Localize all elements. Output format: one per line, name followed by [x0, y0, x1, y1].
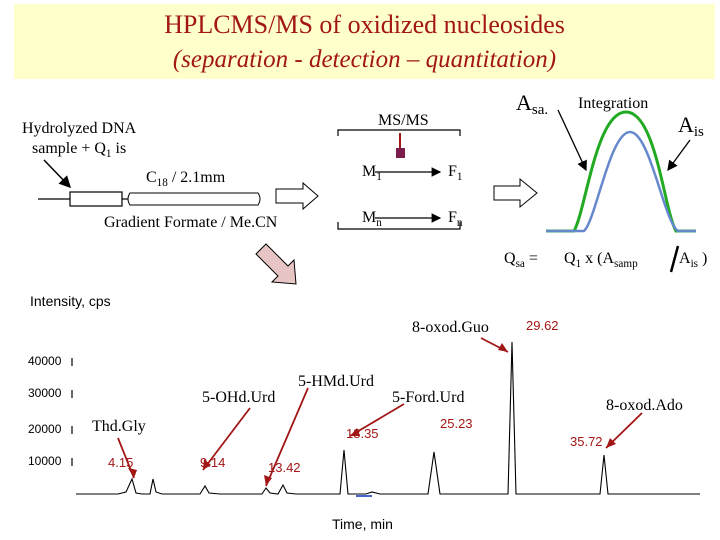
formula-close: ): [698, 250, 708, 267]
column-c-sub: 18: [156, 177, 168, 189]
peak-time-9-14: 9.14: [200, 455, 226, 470]
quantitation-formula-rhs: Q1 x (Asamp: [564, 250, 638, 270]
hplc-column: [127, 192, 261, 206]
flow-arrow-1: [275, 181, 319, 211]
formula-q: Q: [504, 250, 516, 267]
sample-q-text: sample + Q: [32, 140, 106, 157]
y-tick-10000: 10000: [28, 454, 62, 468]
column-c-text: C: [146, 169, 157, 186]
mn-sub: n: [376, 217, 382, 229]
mn-label: Mn: [362, 209, 382, 229]
formula-ais-sub: is: [690, 258, 699, 270]
f1-label: F1: [448, 163, 463, 183]
m1-sub: 1: [376, 171, 382, 183]
peak-name-thdgly: Thd.Gly: [92, 418, 146, 435]
result-arrow: [255, 243, 297, 285]
ais-label: Ais: [678, 112, 704, 141]
ais-text: A: [678, 112, 694, 137]
peak-time-25-23: 25.23: [440, 416, 473, 431]
asa-arrow: [557, 109, 587, 172]
formula-ais: A: [679, 250, 691, 267]
asa-sub: sa.: [531, 102, 549, 118]
peak-arrow-5hmdurd: [265, 387, 309, 487]
mn-text: M: [362, 209, 377, 226]
sample-is-text: is: [111, 140, 127, 157]
peak-name-5fordurd: 5-Ford.Urd: [392, 389, 465, 406]
formula-q1-sub: 1: [575, 258, 582, 270]
formula-q1: Q: [564, 250, 576, 267]
page-subtitle: (separation - detection – quantitation): [172, 46, 557, 73]
f1-text: F: [448, 163, 457, 180]
flow-arrow-2: [493, 177, 538, 209]
peak-time-29-62: 29.62: [526, 318, 559, 333]
integration-label: Integration: [578, 95, 649, 112]
fn-text: F: [448, 209, 457, 226]
y-tick-30000: 30000: [28, 386, 62, 400]
peak-time-13-42: 13.42: [268, 460, 301, 475]
m1-label: M1: [362, 163, 382, 183]
sample-q-sub: 1: [105, 148, 112, 160]
y-tick-40000: 40000: [28, 354, 62, 368]
ms-detector-box: [396, 148, 405, 158]
column-label: C18 / 2.1mm: [146, 169, 225, 189]
asa-text: A: [516, 90, 532, 115]
peak-time-4-15: 4.15: [108, 455, 134, 470]
chromatogram-trace: [76, 341, 700, 495]
integration-blue-curve: [546, 130, 696, 233]
x-axis-label: Time, min: [332, 516, 393, 532]
gradient-label: Gradient Formate / Me.CN: [104, 214, 278, 231]
quantitation-formula-denominator: Ais ): [679, 250, 707, 270]
m1-text: M: [362, 163, 377, 180]
peak-arrow-5ohdurd: [202, 407, 251, 471]
asa-label: Asa.: [516, 90, 548, 119]
column-size-text: / 2.1mm: [167, 169, 226, 186]
ais-sub: is: [693, 124, 704, 140]
fn-label: Fn: [448, 209, 463, 229]
peak-name-8oxodguo: 8-oxod.Guo: [412, 319, 489, 336]
y-tick-20000: 20000: [28, 422, 62, 436]
integration-green-curve: [546, 110, 696, 233]
formula-samp-sub: samp: [614, 258, 638, 270]
peak-arrow-5fordurd: [349, 403, 405, 437]
quantitation-formula: Qsa =: [504, 250, 538, 270]
f1-sub: 1: [456, 171, 463, 183]
peak-name-8oxodado: 8-oxod.Ado: [606, 397, 683, 414]
peak-name-5hmdurd: 5-HMd.Urd: [298, 373, 374, 390]
sample-label-line1: Hydrolyzed DNA: [22, 120, 137, 137]
formula-x: x (A: [581, 250, 615, 267]
peak-name-5ohdurd: 5-OHd.Urd: [202, 389, 276, 406]
division-slash: [669, 245, 680, 273]
formula-eq: =: [524, 250, 538, 267]
fn-sub: n: [456, 217, 463, 229]
sample-label-line2: sample + Q1 is: [32, 140, 126, 160]
sample-arrow: [43, 159, 72, 189]
y-axis-label: Intensity, cps: [30, 293, 111, 309]
peak-time-18-35: 18.35: [346, 426, 379, 441]
msms-label: MS/MS: [378, 112, 429, 129]
title-banner: HPLCMS/MS of oxidized nucleosides (separ…: [14, 4, 715, 79]
page-title: HPLCMS/MS of oxidized nucleosides: [164, 10, 565, 39]
syringe-icon: [38, 191, 130, 207]
formula-q-sub: sa: [515, 258, 525, 270]
ais-arrow: [667, 139, 691, 172]
msms-box: [337, 129, 461, 230]
peak-time-35-72: 35.72: [570, 434, 603, 449]
